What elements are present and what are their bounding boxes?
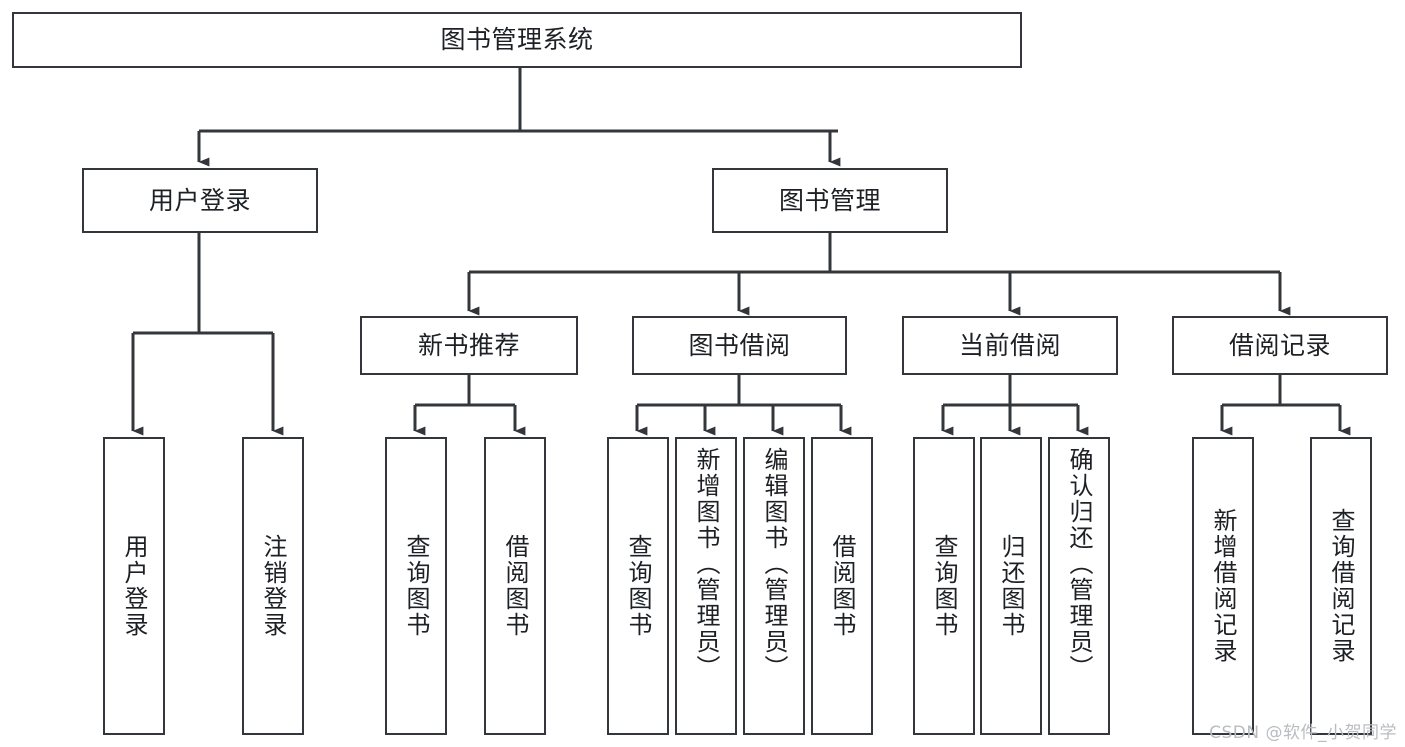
node-new-book-rec[interactable]: 新书推荐 <box>360 316 578 375</box>
node-borrow-record-label: 借阅记录 <box>1228 330 1331 360</box>
leaf-query-book-2[interactable]: 查询图书 <box>607 437 669 735</box>
leaf-add-book[interactable]: 新增图书（管理员） <box>675 437 737 735</box>
leaf-query-record-label: 查询借阅记录 <box>1327 508 1355 664</box>
leaf-return-book[interactable]: 归还图书 <box>980 437 1042 735</box>
leaf-borrow-book-1-label: 借阅图书 <box>501 534 529 638</box>
leaf-borrow-book-1[interactable]: 借阅图书 <box>484 437 546 735</box>
node-book-borrow-label: 图书借阅 <box>688 330 791 360</box>
node-book-manage-label: 图书管理 <box>778 185 881 215</box>
node-current-borrow[interactable]: 当前借阅 <box>902 316 1118 375</box>
node-current-borrow-label: 当前借阅 <box>958 330 1061 360</box>
node-root[interactable]: 图书管理系统 <box>12 12 1022 68</box>
leaf-add-book-label: 新增图书（管理员） <box>692 447 720 681</box>
node-root-label: 图书管理系统 <box>440 25 594 55</box>
leaf-user-login-label: 用户登录 <box>120 534 148 638</box>
node-user-login[interactable]: 用户登录 <box>82 168 318 233</box>
leaf-edit-book-label: 编辑图书（管理员） <box>760 447 788 681</box>
leaf-query-book-1[interactable]: 查询图书 <box>385 437 447 735</box>
leaf-query-book-1-label: 查询图书 <box>402 534 430 638</box>
node-book-manage[interactable]: 图书管理 <box>712 168 948 233</box>
leaf-confirm-return-label: 确认归还（管理员） <box>1065 447 1093 681</box>
leaf-edit-book[interactable]: 编辑图书（管理员） <box>743 437 805 735</box>
leaf-return-book-label: 归还图书 <box>997 534 1025 638</box>
leaf-confirm-return[interactable]: 确认归还（管理员） <box>1048 437 1110 735</box>
leaf-query-book-3[interactable]: 查询图书 <box>913 437 975 735</box>
leaf-logout-label: 注销登录 <box>259 534 287 638</box>
leaf-add-record-label: 新增借阅记录 <box>1209 508 1237 664</box>
csdn-watermark: CSDN @软件_小贺同学 <box>1209 723 1397 743</box>
leaf-logout[interactable]: 注销登录 <box>242 437 304 735</box>
node-book-borrow[interactable]: 图书借阅 <box>632 316 847 375</box>
leaf-add-record[interactable]: 新增借阅记录 <box>1192 437 1254 735</box>
node-new-book-rec-label: 新书推荐 <box>417 330 520 360</box>
leaf-query-book-2-label: 查询图书 <box>624 534 652 638</box>
leaf-query-record[interactable]: 查询借阅记录 <box>1310 437 1372 735</box>
node-borrow-record[interactable]: 借阅记录 <box>1172 316 1388 375</box>
leaf-borrow-book-2[interactable]: 借阅图书 <box>811 437 873 735</box>
node-user-login-label: 用户登录 <box>148 185 251 215</box>
leaf-borrow-book-2-label: 借阅图书 <box>828 534 856 638</box>
leaf-user-login[interactable]: 用户登录 <box>103 437 165 735</box>
leaf-query-book-3-label: 查询图书 <box>930 534 958 638</box>
